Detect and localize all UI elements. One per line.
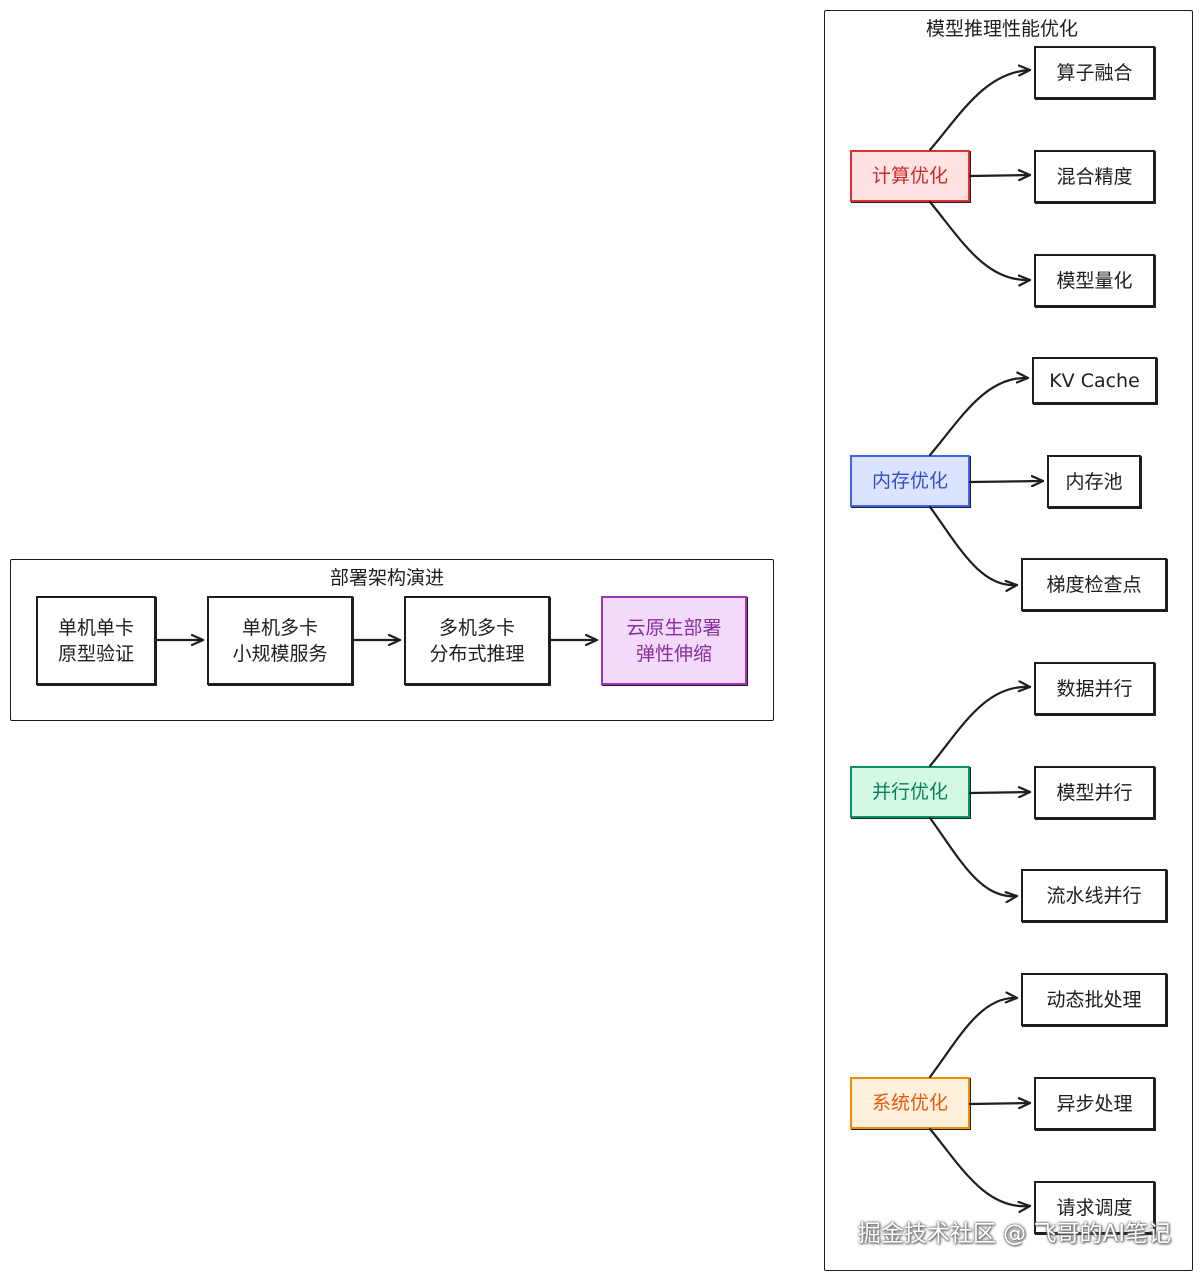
deploy-stage-2[interactable]: 单机多卡 小规模服务 (207, 596, 353, 685)
hub-compute-optimization[interactable]: 计算优化 (850, 150, 970, 202)
leaf-quantization-label: 模型量化 (1056, 269, 1133, 292)
hub-parallel-label: 并行优化 (871, 781, 948, 803)
leaf-async-processing[interactable]: 异步处理 (1034, 1077, 1155, 1130)
hub-parallel-optimization[interactable]: 并行优化 (850, 766, 970, 818)
leaf-gradient-checkpoint-label: 梯度检查点 (1046, 573, 1142, 596)
deploy-stage-4-line1: 云原生部署 (626, 616, 722, 639)
leaf-kv-cache[interactable]: KV Cache (1032, 357, 1157, 404)
leaf-dynamic-batching[interactable]: 动态批处理 (1021, 973, 1167, 1026)
leaf-dynamic-batching-label: 动态批处理 (1046, 988, 1142, 1011)
hub-compute-label: 计算优化 (871, 165, 948, 187)
leaf-async-processing-label: 异步处理 (1056, 1092, 1133, 1115)
deploy-frame (10, 559, 774, 721)
leaf-request-scheduling-label: 请求调度 (1056, 1196, 1133, 1219)
leaf-pipeline-parallel[interactable]: 流水线并行 (1021, 869, 1167, 922)
deploy-stage-3-line2: 分布式推理 (429, 642, 525, 665)
leaf-data-parallel-label: 数据并行 (1056, 677, 1133, 700)
leaf-mixed-precision-label: 混合精度 (1056, 165, 1133, 188)
leaf-kv-cache-label: KV Cache (1049, 369, 1140, 392)
deploy-title: 部署架构演进 (330, 567, 445, 589)
deploy-stage-4[interactable]: 云原生部署 弹性伸缩 (601, 596, 747, 685)
leaf-operator-fusion[interactable]: 算子融合 (1034, 46, 1155, 99)
hub-memory-label: 内存优化 (871, 470, 948, 492)
hub-system-optimization[interactable]: 系统优化 (850, 1077, 970, 1129)
leaf-pipeline-parallel-label: 流水线并行 (1046, 884, 1142, 907)
optimize-title: 模型推理性能优化 (926, 18, 1079, 40)
leaf-quantization[interactable]: 模型量化 (1034, 254, 1155, 307)
deploy-stage-2-line1: 单机多卡 (241, 616, 318, 639)
deploy-stage-3[interactable]: 多机多卡 分布式推理 (404, 596, 550, 685)
hub-system-label: 系统优化 (871, 1092, 948, 1114)
hub-memory-optimization[interactable]: 内存优化 (850, 455, 970, 507)
deploy-stage-1[interactable]: 单机单卡 原型验证 (36, 596, 156, 685)
watermark: 掘金技术社区 @ 飞哥的AI笔记 (857, 1221, 1171, 1247)
leaf-request-scheduling[interactable]: 请求调度 (1034, 1181, 1155, 1234)
leaf-model-parallel-label: 模型并行 (1056, 781, 1133, 804)
leaf-data-parallel[interactable]: 数据并行 (1034, 662, 1155, 715)
deploy-stage-1-line2: 原型验证 (57, 642, 134, 665)
leaf-memory-pool[interactable]: 内存池 (1047, 455, 1141, 508)
leaf-model-parallel[interactable]: 模型并行 (1034, 766, 1155, 819)
optimize-frame (824, 10, 1193, 1271)
leaf-gradient-checkpoint[interactable]: 梯度检查点 (1021, 558, 1167, 611)
leaf-operator-fusion-label: 算子融合 (1056, 61, 1133, 84)
deploy-stage-4-line2: 弹性伸缩 (635, 642, 712, 665)
leaf-memory-pool-label: 内存池 (1065, 470, 1123, 493)
leaf-mixed-precision[interactable]: 混合精度 (1034, 150, 1155, 203)
deploy-stage-3-line1: 多机多卡 (438, 616, 515, 639)
deploy-stage-2-line2: 小规模服务 (232, 642, 328, 665)
deploy-stage-1-line1: 单机单卡 (57, 616, 134, 639)
